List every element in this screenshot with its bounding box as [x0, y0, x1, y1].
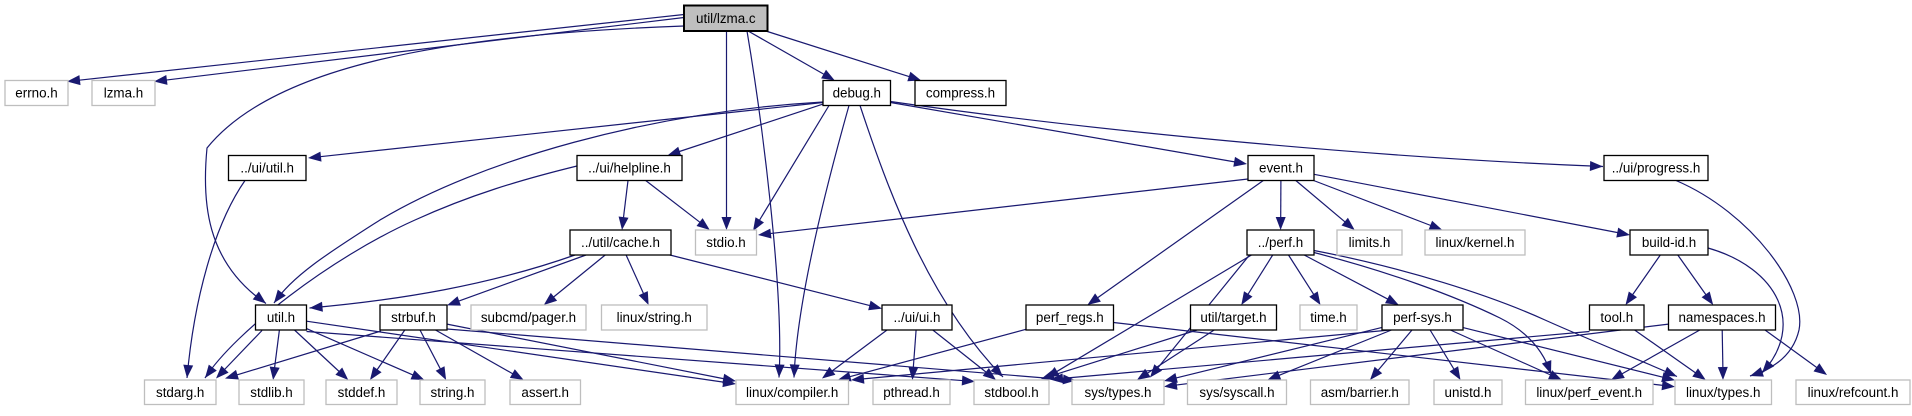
svg-text:errno.h: errno.h: [15, 86, 57, 101]
svg-text:perf_regs.h: perf_regs.h: [1036, 310, 1104, 325]
svg-text:asm/barrier.h: asm/barrier.h: [1321, 385, 1399, 400]
svg-text:../ui/progress.h: ../ui/progress.h: [1612, 161, 1701, 176]
svg-text:../util/cache.h: ../util/cache.h: [581, 235, 660, 250]
svg-text:namespaces.h: namespaces.h: [1678, 310, 1765, 325]
svg-text:debug.h: debug.h: [833, 86, 881, 101]
svg-text:linux/types.h: linux/types.h: [1686, 385, 1760, 400]
svg-text:../perf.h: ../perf.h: [1258, 235, 1303, 250]
svg-text:linux/compiler.h: linux/compiler.h: [746, 385, 838, 400]
svg-text:time.h: time.h: [1310, 310, 1346, 325]
svg-text:../ui/ui.h: ../ui/ui.h: [894, 310, 941, 325]
svg-text:util.h: util.h: [267, 310, 295, 325]
svg-text:tool.h: tool.h: [1600, 310, 1633, 325]
svg-text:linux/perf_event.h: linux/perf_event.h: [1536, 385, 1642, 400]
svg-text:perf-sys.h: perf-sys.h: [1393, 310, 1452, 325]
svg-text:../ui/helpline.h: ../ui/helpline.h: [588, 161, 671, 176]
svg-text:strbuf.h: strbuf.h: [391, 310, 436, 325]
svg-text:build-id.h: build-id.h: [1642, 235, 1696, 250]
svg-text:stddef.h: stddef.h: [338, 385, 386, 400]
svg-text:linux/kernel.h: linux/kernel.h: [1436, 235, 1515, 250]
svg-text:event.h: event.h: [1259, 161, 1303, 176]
svg-text:limits.h: limits.h: [1349, 235, 1391, 250]
svg-text:stdio.h: stdio.h: [706, 235, 745, 250]
svg-text:linux/refcount.h: linux/refcount.h: [1808, 385, 1899, 400]
svg-text:lzma.h: lzma.h: [104, 86, 143, 101]
svg-text:stdarg.h: stdarg.h: [156, 385, 204, 400]
svg-text:compress.h: compress.h: [926, 86, 995, 101]
svg-text:sys/syscall.h: sys/syscall.h: [1199, 385, 1274, 400]
svg-text:unistd.h: unistd.h: [1445, 385, 1492, 400]
svg-text:linux/string.h: linux/string.h: [617, 310, 692, 325]
svg-text:util/target.h: util/target.h: [1200, 310, 1266, 325]
svg-text:util/lzma.c: util/lzma.c: [696, 11, 756, 26]
svg-text:pthread.h: pthread.h: [883, 385, 940, 400]
svg-text:subcmd/pager.h: subcmd/pager.h: [481, 310, 576, 325]
svg-text:sys/types.h: sys/types.h: [1085, 385, 1152, 400]
svg-text:../ui/util.h: ../ui/util.h: [240, 161, 294, 176]
svg-text:stdlib.h: stdlib.h: [250, 385, 292, 400]
svg-text:stdbool.h: stdbool.h: [984, 385, 1038, 400]
svg-text:string.h: string.h: [431, 385, 475, 400]
svg-text:assert.h: assert.h: [521, 385, 569, 400]
